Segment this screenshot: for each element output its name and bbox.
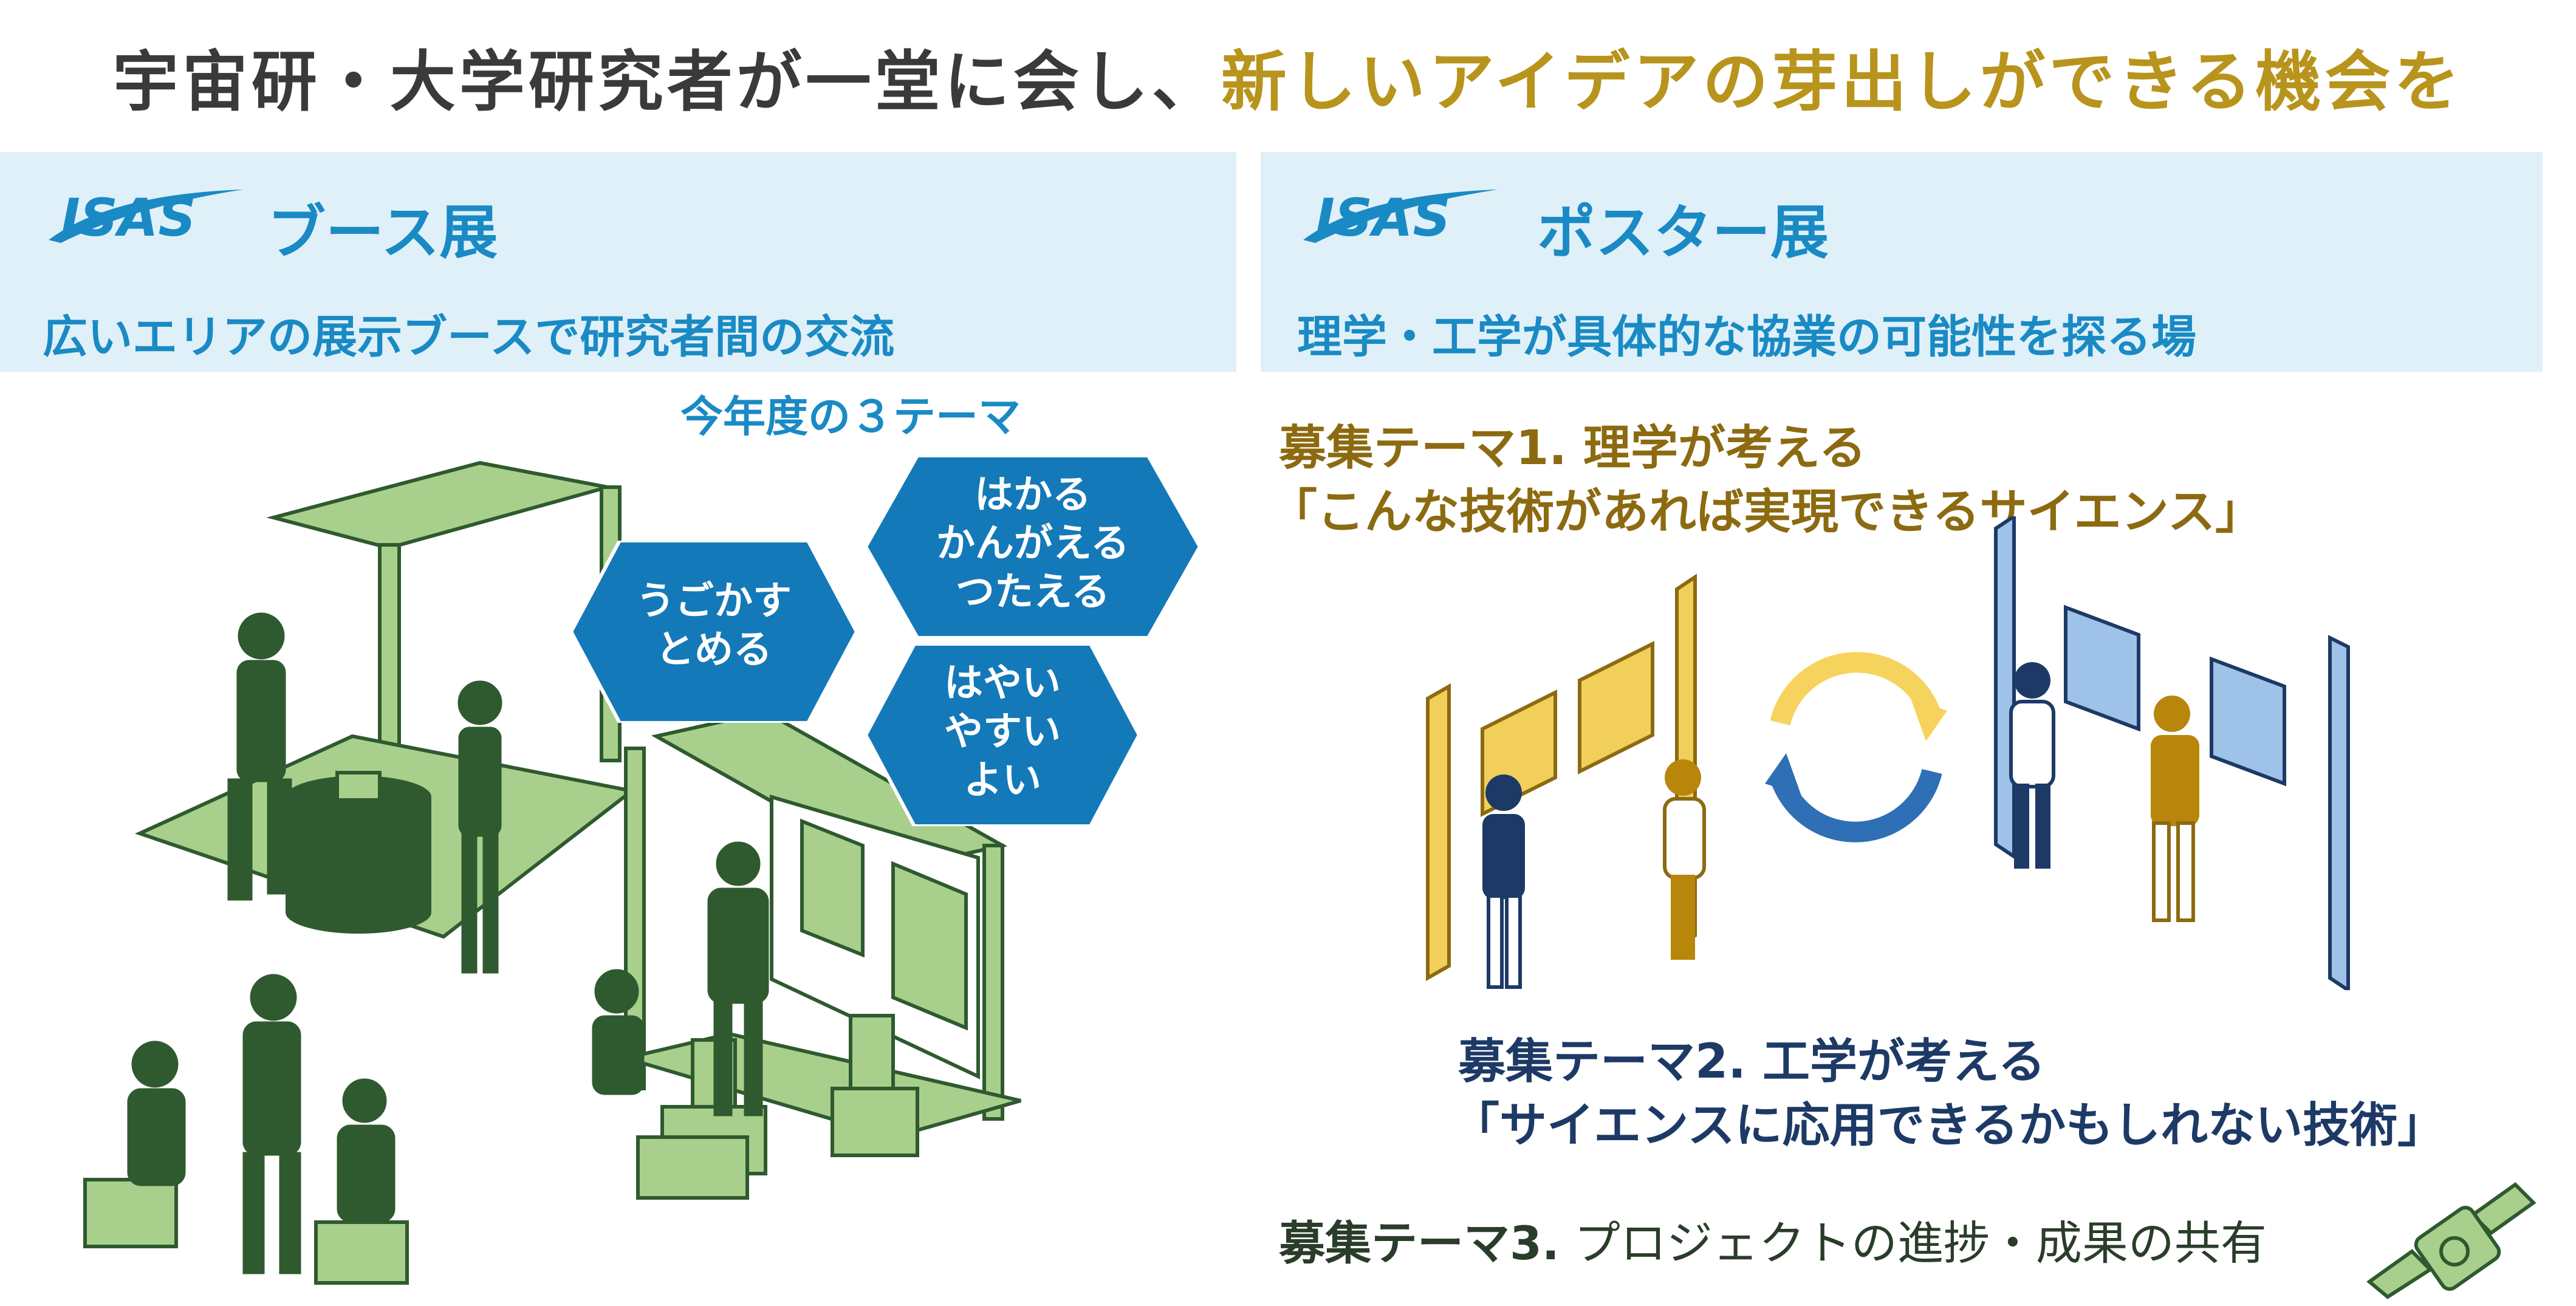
- hex3-line2: やすい: [944, 709, 1061, 754]
- poster-theme3-text: プロジェクトの進捗・成果の共有: [1574, 1216, 2267, 1270]
- poster-theme2-body: 「サイエンスに応用できるかもしれない技術」: [1452, 1098, 2445, 1153]
- poster-theme3-label: 募集テーマ3.: [1279, 1216, 1560, 1270]
- poster-theme1-body: 「こんな技術があれば実現できるサイエンス」: [1270, 485, 2263, 539]
- headline: 宇宙研・大学研究者が一堂に会し、新しいアイデアの芽出しができる機会を: [0, 29, 2576, 124]
- hex1-line2: とめる: [656, 627, 772, 672]
- booth-panel: ISAS ブース展 広いエリアの展示ブースで研究者間の交流: [0, 152, 1236, 372]
- booth-illustration: [83, 460, 1021, 1285]
- poster-theme3: 募集テーマ3. プロジェクトの進捗・成果の共有: [1279, 1206, 2267, 1273]
- poster-panel: ISAS ポスター展 理学・工学が具体的な協業の可能性を探る場: [1261, 152, 2543, 372]
- poster-theme1-title: 募集テーマ1. 理学が考える: [1279, 421, 1866, 476]
- theme-hexagon-3: [866, 644, 1139, 826]
- hex3-line3: よい: [964, 758, 1041, 803]
- theme-hexagon-1: [571, 541, 857, 723]
- hex3-line1: はやい: [944, 661, 1061, 706]
- hex2-line2: かんがえる: [936, 521, 1130, 566]
- theme-hexagon-2-text: はかる かんがえる つたえる: [866, 471, 1200, 617]
- svg-text:ISAS: ISAS: [61, 188, 196, 248]
- hex2-line1: はかる: [975, 473, 1091, 518]
- headline-part2: 新しいアイデアの芽出しができる機会を: [1221, 44, 2464, 120]
- booth-title: ブース展: [267, 199, 498, 267]
- refresh-cycle-icon: [1765, 652, 1947, 843]
- poster-theme2-title: 募集テーマ2. 工学が考える: [1458, 1034, 2046, 1089]
- theme-hexagon-3-text: はやい やすい よい: [866, 659, 1139, 805]
- satellite-icon: [2366, 1182, 2537, 1299]
- poster-title: ポスター展: [1537, 199, 1829, 267]
- hex2-line3: つたえる: [955, 570, 1111, 615]
- themes-label: 今年度の３テーマ: [680, 392, 1021, 442]
- booth-subtitle: 広いエリアの展示ブースで研究者間の交流: [43, 311, 895, 363]
- poster-illustration: [1426, 516, 2350, 990]
- svg-text:ISAS: ISAS: [1315, 188, 1450, 248]
- hex1-line1: うごかす: [636, 579, 792, 624]
- isas-logo-icon: ISAS: [1303, 188, 1498, 248]
- poster-subtitle: 理学・工学が具体的な協業の可能性を探る場: [1297, 311, 2196, 363]
- theme-hexagon-2: [866, 456, 1200, 638]
- isas-logo-icon: ISAS: [49, 188, 243, 248]
- theme-hexagon-1-text: うごかす とめる: [571, 577, 857, 674]
- headline-part1: 宇宙研・大学研究者が一堂に会し、: [112, 44, 1221, 120]
